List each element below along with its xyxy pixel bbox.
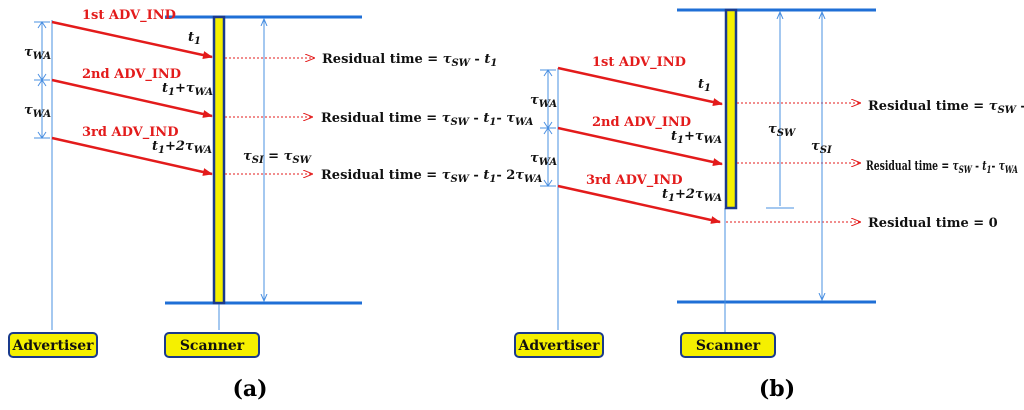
adv-ind-arrow-1-b [557,66,723,106]
tau-si-label-b: τSI [811,139,832,156]
residual-label-3-a: Residual time = τSW - t1- 2τWA [321,168,543,185]
advertiser-box-b [514,332,604,358]
panel-a: τWA τWA 1st ADV_IND 2nd ADV_IND 3rd ADV_… [8,8,543,402]
tau-wa-label-1-b: τWA [530,93,557,110]
advertiser-label-b: Advertiser [517,338,600,354]
tau-wa-label-1-a: τWA [24,45,51,62]
adv-ind-arrow-3-a [51,136,213,176]
tau-wa-label-2-a: τWA [24,103,51,120]
residual-label-1-b: Residual time = τSW - t1 [868,99,1024,116]
t1-plus-2tau-label-a: t1+2τWA [152,139,212,156]
t1-label-a: t1 [188,30,201,47]
adv-ind-label-1-a: 1st ADV_IND [82,8,176,23]
scan-window-bar-a [212,15,226,305]
adv-ind-arrow-2-a [51,78,213,118]
t1-plus-tau-label-b: t1+τWA [671,129,722,146]
scanner-box-a [164,332,260,358]
panel-label-b: (b) [759,376,795,402]
panel-b: τWA τWA 1st ADV_IND 2nd ADV_IND 3rd ADV_… [514,8,1024,402]
advertiser-box-a [8,332,98,358]
residual-label-2-a: Residual time = τSW - t1- τWA [321,111,534,128]
residual-label-1-a: Residual time = τSW - t1 [322,52,497,69]
adv-ind-arrow-3-b [557,184,721,224]
t1-plus-tau-label-a: t1+τWA [162,81,213,98]
scanner-box-b [680,332,776,358]
scanner-label-b: Scanner [696,338,761,354]
residual-label-3-b: Residual time = 0 [868,216,998,231]
tau-si-equals-tau-sw-label-a: τSI = τSW [243,149,313,166]
tau-wa-arrowheads-a [37,21,47,139]
adv-ind-label-3-a: 3rd ADV_IND [82,125,178,140]
adv-ind-label-1-b: 1st ADV_IND [592,55,686,70]
adv-ind-label-3-b: 3rd ADV_IND [586,173,682,188]
residual-label-2-b: Residual time = τSW - t1- τWA [866,159,1018,176]
advertiser-label-a: Advertiser [11,338,94,354]
scan-window-bar-b [724,8,738,210]
tau-wa-label-2-b: τWA [530,151,557,168]
adv-ind-label-2-b: 2nd ADV_IND [592,115,691,130]
t1-plus-2tau-label-b: t1+2τWA [662,187,722,204]
adv-ind-arrow-2-b [557,126,723,166]
tau-wa-arrowheads-b [543,69,553,187]
t1-label-b: t1 [698,77,711,94]
adv-ind-label-2-a: 2nd ADV_IND [82,67,181,82]
panel-label-a: (a) [232,376,267,402]
tau-sw-label-b: τSW [768,122,797,139]
scanner-label-a: Scanner [180,338,245,354]
adv-ind-arrow-1-a [51,20,213,59]
